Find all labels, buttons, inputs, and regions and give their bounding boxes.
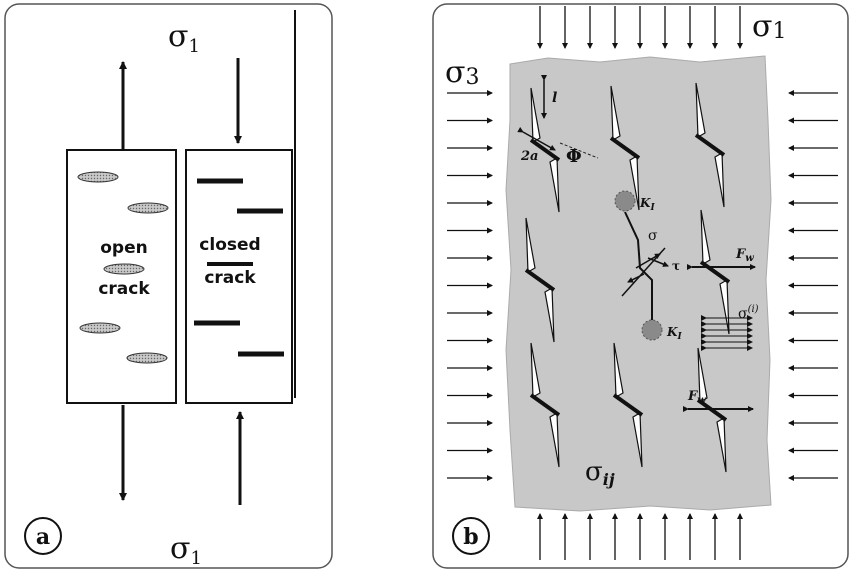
angle-reference: [559, 142, 599, 159]
sigma1-label: σ1: [752, 9, 786, 44]
crack-wing: [610, 85, 621, 142]
top-load-arrows: [537, 6, 743, 49]
crack-main: [609, 136, 641, 160]
bottom-load-arrows: [537, 513, 743, 560]
interacting-crack: [624, 211, 653, 320]
crack-main: [694, 133, 726, 157]
panel-a-badge: [24, 517, 62, 555]
left-load-arrows: [447, 90, 493, 481]
open-crack: [126, 352, 168, 364]
l-label: l: [552, 90, 557, 106]
normal-stress-arrow: [635, 253, 661, 269]
phi-label: Φ: [566, 146, 582, 167]
shear-stress-arrow: [647, 257, 669, 267]
shear-stress-arrow: [627, 273, 645, 283]
sigma-top-label: σ1: [168, 19, 200, 57]
sigma-ij-label: σij: [585, 457, 615, 489]
stress-intensity-zone: [614, 190, 636, 212]
crack-width-dimension: [517, 126, 556, 151]
stress-intensity-zone: [641, 319, 663, 341]
closed-crack-block: [185, 149, 293, 404]
panel-b: σ1 σ3 l 2a Φ KI KI σ τ Fw Fw: [432, 3, 849, 569]
wing-crack: [612, 342, 644, 468]
f-w-label: Fw: [735, 247, 754, 264]
crack-wing: [714, 151, 725, 208]
right-load-arrows: [788, 90, 838, 481]
tau-label: τ: [672, 259, 680, 273]
open-crack: [127, 202, 169, 214]
crack-label: crack: [98, 279, 150, 299]
crack-wing: [629, 154, 640, 211]
wing-crack: [529, 342, 561, 468]
crack-wing: [549, 156, 560, 213]
f-w-label: Fw: [687, 389, 706, 406]
open-crack: [79, 322, 121, 334]
internal-stress-arrows: [701, 315, 753, 351]
crack-wing: [530, 342, 541, 399]
wing-cracks: [524, 82, 731, 473]
open-crack-block: [66, 149, 177, 404]
crack-wing: [544, 286, 555, 343]
crack-main: [524, 268, 556, 292]
crack-wing: [525, 217, 536, 274]
closed-label: closed: [199, 235, 260, 255]
crack-label: crack: [204, 268, 256, 288]
panel-a-badge-label: a: [36, 524, 50, 550]
k-i-label: KI: [639, 196, 655, 213]
panel-a: σ1 σ1 open crack closed crack a: [4, 3, 333, 569]
crack-wing: [695, 82, 706, 139]
k-i-label: KI: [666, 325, 682, 342]
panel-b-badge-label: b: [463, 524, 478, 550]
sigma-label: σ: [648, 228, 658, 244]
sigma-i-label: σ(i): [738, 304, 759, 322]
panel-b-badge: [452, 517, 490, 555]
crack-main: [612, 393, 644, 417]
crack-wing: [716, 416, 727, 473]
sigma-bottom-label: σ1: [170, 531, 202, 569]
crack-wing: [549, 411, 560, 468]
crack-main: [529, 393, 561, 417]
crack-wing: [632, 411, 643, 468]
wing-crack: [524, 217, 556, 343]
crack-wing: [700, 209, 711, 266]
2a-label: 2a: [520, 149, 538, 164]
open-crack: [103, 263, 145, 275]
crack-wing: [613, 342, 624, 399]
crack-wing: [697, 347, 708, 404]
open-crack: [77, 171, 119, 183]
wing-crack: [694, 82, 726, 208]
sigma3-label: σ3: [445, 55, 479, 90]
open-label: open: [100, 238, 147, 258]
wing-crack: [609, 85, 641, 211]
